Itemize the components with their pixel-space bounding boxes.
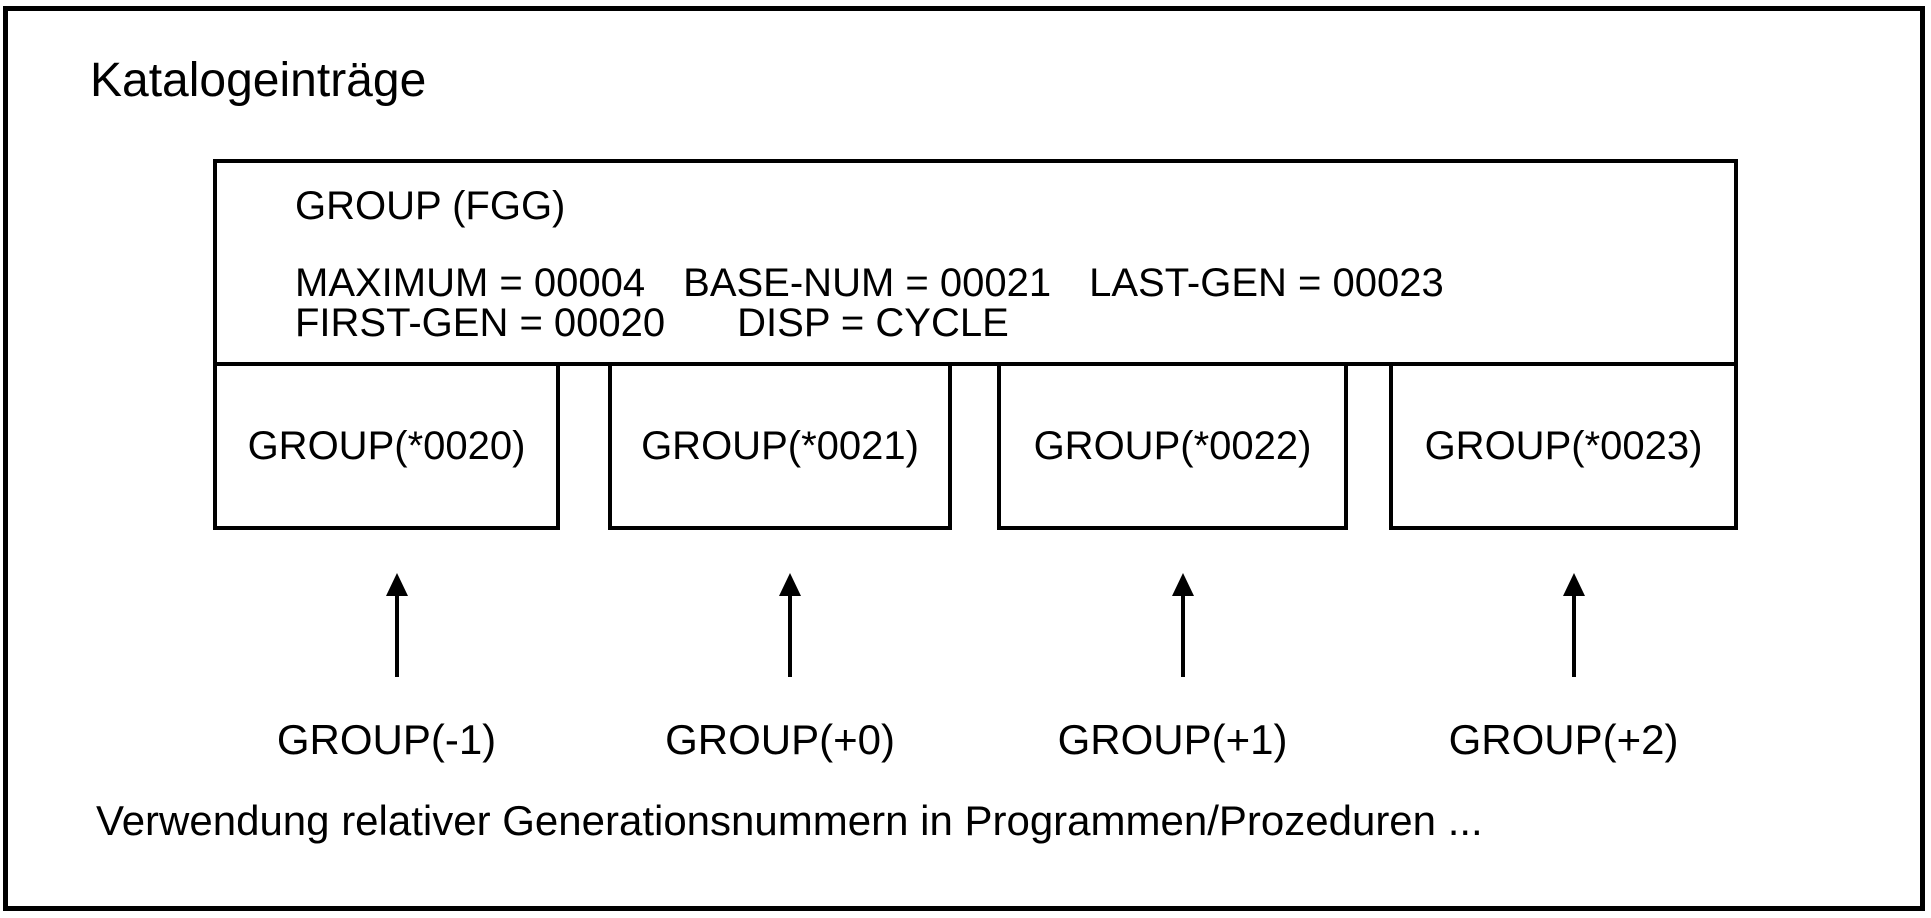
attribute-maximum: MAXIMUM = 00004 (295, 261, 646, 305)
attribute-first-gen: FIRST-GEN = 00020 (295, 301, 666, 345)
arrow-shaft (394, 596, 399, 677)
up-arrow-icon (618, 573, 962, 677)
generation-box: GROUP(*0020) (213, 362, 560, 530)
arrow-shaft (788, 596, 792, 677)
attribute-last-gen: LAST-GEN = 00023 (1089, 261, 1444, 305)
generation-catalog-label: GROUP(*0022) (1033, 423, 1312, 468)
generation-catalog-label: GROUP(*0021) (641, 423, 919, 468)
diagram-title: Katalogeinträge (90, 54, 427, 107)
arrow-shaft (1180, 596, 1185, 677)
up-arrow-icon (223, 573, 570, 677)
arrow-head (779, 573, 801, 596)
attribute-disp: DISP = CYCLE (737, 301, 1009, 345)
up-arrow-icon (1007, 573, 1358, 677)
group-attributes: MAXIMUM = 00004 BASE-NUM = 00021 LAST-GE… (295, 263, 1444, 343)
generation-box: GROUP(*0023) (1389, 362, 1738, 530)
up-arrow-icon (1399, 573, 1748, 677)
generation-box: GROUP(*0022) (997, 362, 1348, 530)
generation-box: GROUP(*0021) (608, 362, 952, 530)
generation-catalog-label: GROUP(*0020) (247, 423, 526, 468)
generation-relative-label: GROUP(+0) (665, 716, 895, 763)
group-name-label: GROUP (FGG) (295, 184, 566, 228)
generation-catalog-label: GROUP(*0023) (1424, 423, 1703, 468)
arrow-head (1562, 573, 1585, 596)
group-attribute-row: FIRST-GEN = 00020 DISP = CYCLE (295, 303, 1444, 343)
diagram-frame: Katalogeinträge GROUP (FGG) MAXIMUM = 00… (3, 6, 1925, 911)
diagram-caption: Verwendung relativer Generationsnummern … (96, 797, 1483, 844)
generation-relative-label: GROUP(+2) (1448, 716, 1679, 763)
arrow-head (385, 573, 408, 596)
generation-relative-label: GROUP(-1) (276, 716, 497, 763)
arrow-shaft (1571, 596, 1576, 677)
generation-relative-label: GROUP(+1) (1057, 716, 1288, 763)
group-attribute-row: MAXIMUM = 00004 BASE-NUM = 00021 LAST-GE… (295, 263, 1444, 303)
group-catalog-entry-box: GROUP (FGG) MAXIMUM = 00004 BASE-NUM = 0… (213, 159, 1738, 366)
attribute-base-num: BASE-NUM = 00021 (683, 261, 1052, 305)
arrow-head (1171, 573, 1194, 596)
